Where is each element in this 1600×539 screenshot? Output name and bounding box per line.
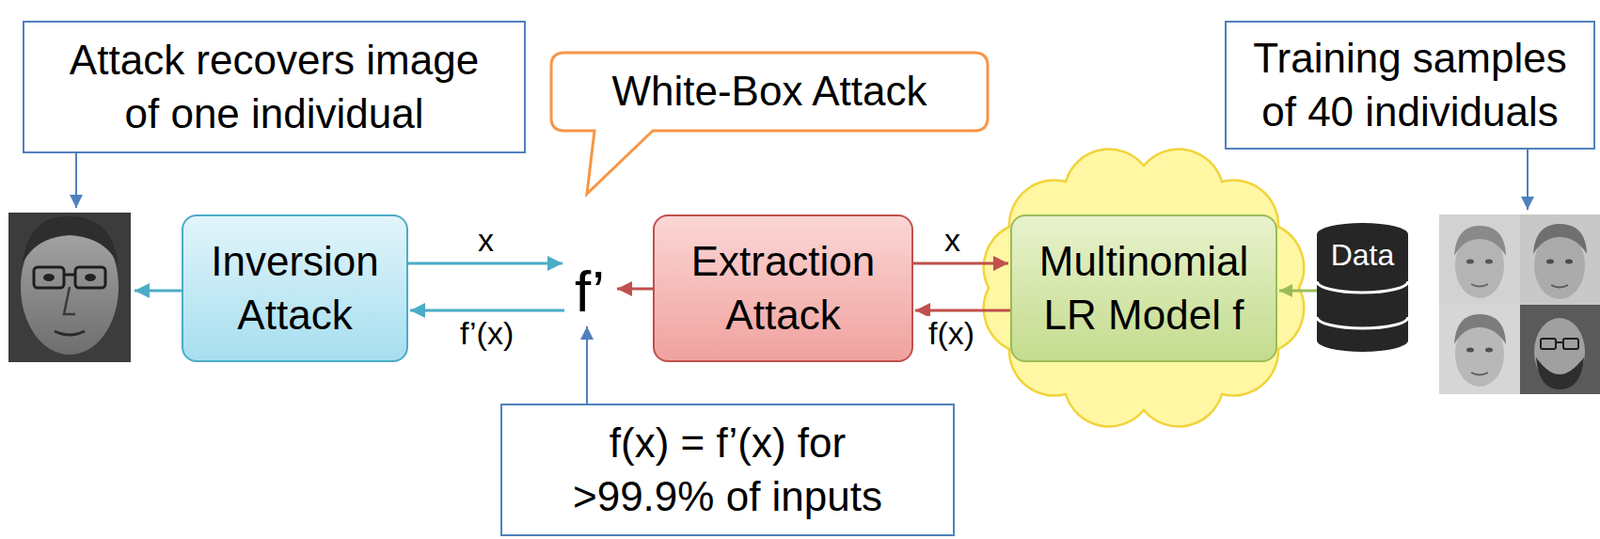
glasses-lens [33, 267, 64, 288]
cylinder-band [1316, 316, 1409, 329]
flow-arrow [586, 326, 588, 404]
cloud-shape [983, 149, 1304, 428]
hair-shape [22, 216, 119, 266]
node-text: Inversion Attack [193, 235, 397, 342]
hair-shape [1533, 223, 1587, 254]
mouth [1471, 372, 1489, 376]
node-text: Attack recovers image of one individual [58, 33, 492, 141]
face-tile [1439, 304, 1521, 395]
beard-shape [1536, 357, 1585, 390]
training-faces-image [1439, 214, 1600, 395]
eye [1466, 259, 1474, 265]
node-text: White-Box Attack [611, 64, 927, 118]
callout-box: f(x) = f’(x) for >99.9% of inputs [500, 403, 955, 537]
node-text: Multinomial LR Model f [1026, 235, 1262, 342]
flow-arrow [915, 309, 1011, 313]
node-text: Training samples of 40 individuals [1235, 31, 1585, 139]
node-text: f’ [574, 259, 605, 324]
database-cylinder: Data [1316, 222, 1409, 352]
flow-arrow [617, 287, 653, 291]
glasses-lens [75, 267, 106, 288]
eye [1565, 259, 1573, 265]
flow-arrow [410, 309, 565, 313]
mouth [1551, 285, 1569, 288]
speech-bubble: White-Box Attack [551, 52, 988, 131]
recovered-face-image [8, 212, 131, 363]
eye [1466, 348, 1474, 353]
callout-box: Training samples of 40 individuals [1224, 20, 1596, 150]
node-text: Extraction Attack [665, 235, 902, 342]
node-text: Data [1330, 236, 1395, 275]
model-symbol: f’ [564, 258, 616, 325]
flow-arrow [1279, 289, 1317, 293]
eye [1546, 259, 1554, 265]
nose [63, 286, 76, 315]
edge-label: f(x) [925, 316, 978, 351]
process-box: Inversion Attack [181, 214, 409, 363]
node-text: f(x) = f’(x) for >99.9% of inputs [539, 416, 917, 523]
face-tile [1520, 304, 1600, 395]
cylinder-body [1316, 222, 1409, 352]
image-ground [8, 212, 131, 363]
eye [43, 273, 55, 282]
hair-shape [1454, 225, 1506, 256]
bubble-outline [551, 52, 988, 194]
mouth [54, 331, 85, 335]
glasses-lens [1563, 338, 1579, 349]
face-tile [1520, 214, 1600, 305]
process-box: Extraction Attack [652, 214, 914, 363]
flow-arrow [408, 262, 563, 266]
glasses-lens [1540, 338, 1556, 349]
leader-arrow [1526, 142, 1529, 210]
glasses-bridge [63, 273, 76, 277]
glasses-bridge [1555, 341, 1564, 344]
flow-arrow [913, 262, 1009, 266]
edge-label: x [475, 222, 497, 258]
eye [1485, 259, 1493, 265]
cylinder-band [1316, 281, 1409, 293]
output-arrow [134, 289, 182, 293]
leader-arrow [75, 153, 78, 208]
eye [84, 273, 96, 282]
model-box: Multinomial LR Model f [1010, 214, 1278, 363]
hair-shape [1454, 314, 1506, 345]
face-tile [1439, 214, 1521, 305]
eye [1485, 348, 1493, 353]
edge-label: f’(x) [457, 316, 517, 351]
callout-box: Attack recovers image of one individual [22, 20, 526, 154]
edge-label: x [941, 222, 964, 258]
mouth [1471, 284, 1489, 287]
